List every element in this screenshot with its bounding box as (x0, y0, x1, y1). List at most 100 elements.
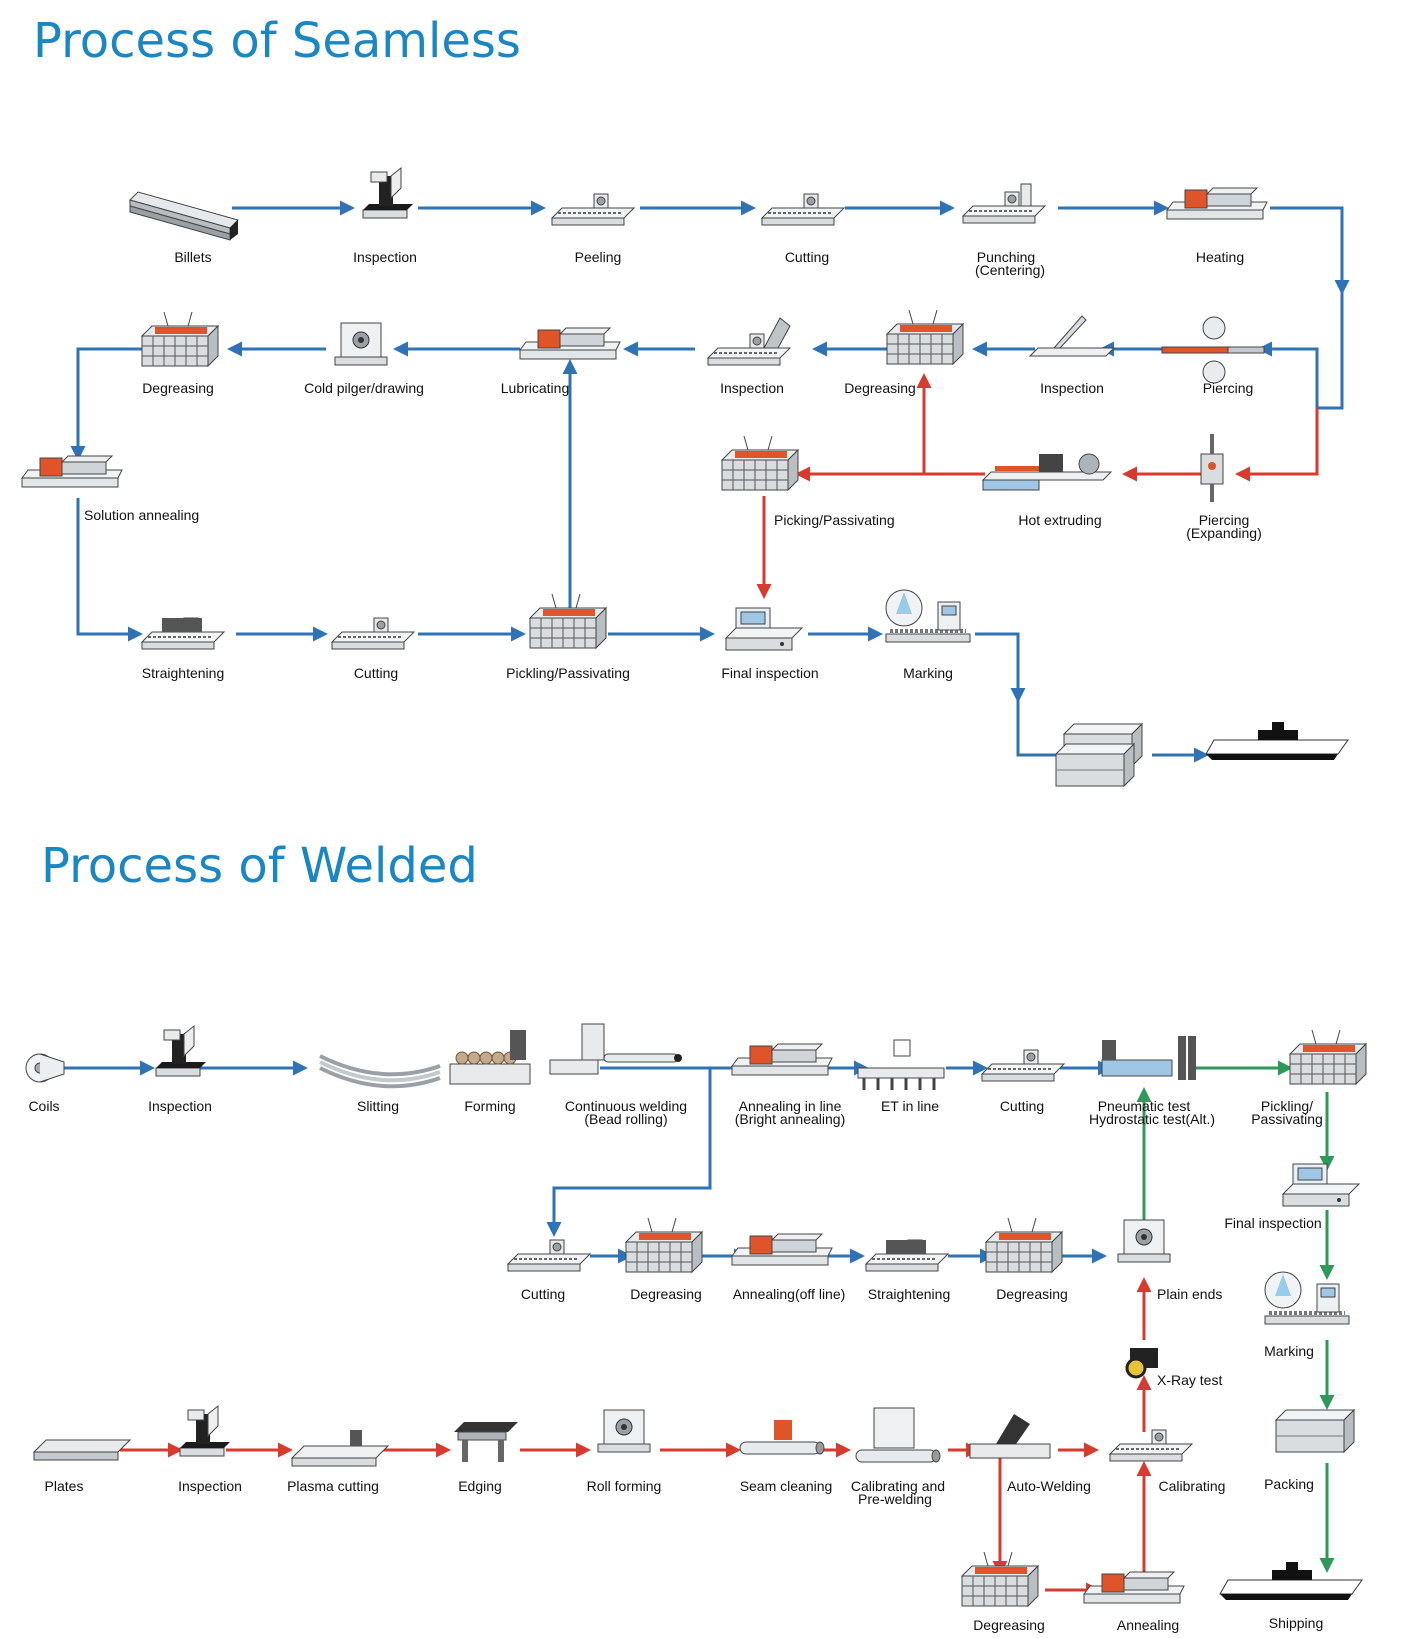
welded-flow-lines (60, 1060, 1335, 1598)
label-packing: Packing (1264, 1476, 1314, 1492)
label-marking-w: Marking (1264, 1343, 1314, 1359)
label-calibrating-pre-welding-line-1: Calibrating and (851, 1478, 945, 1494)
pneumatic-test-tank (1101, 1036, 1196, 1080)
marking-machine-w (1263, 1270, 1351, 1326)
label-degreasing-w3: Degreasing (973, 1617, 1045, 1633)
degreasing-tank-w2 (985, 1217, 1063, 1273)
label-cutting-w1: Cutting (1000, 1098, 1044, 1114)
inspection-machine-w1 (155, 1025, 207, 1077)
marking-machine (884, 588, 972, 644)
label-pickling-passivating-w-line-2: Passivating (1251, 1111, 1323, 1127)
label-inspection-2: Inspection (1040, 380, 1104, 396)
label-seam-cleaning: Seam cleaning (740, 1478, 833, 1494)
label-coils: Coils (28, 1098, 59, 1114)
seamless-labels: Billets Inspection Peeling Cutting Punch… (84, 249, 1262, 681)
cutting-machine-w2 (507, 1239, 591, 1272)
straightening-machine-w (865, 1239, 949, 1272)
label-shipping: Shipping (1269, 1615, 1324, 1631)
label-solution-annealing: Solution annealing (84, 507, 199, 523)
cold-pilger-machine (334, 322, 388, 366)
label-piercing-expanding-line-2: (Expanding) (1186, 525, 1262, 541)
inspection-machine-w2 (179, 1405, 231, 1457)
seam-cleaning-unit (739, 1420, 825, 1455)
label-piercing: Piercing (1203, 380, 1254, 396)
label-plain-ends: Plain ends (1157, 1286, 1222, 1302)
label-degreasing-w1: Degreasing (630, 1286, 702, 1302)
straightening-machine (141, 617, 225, 650)
welded-labels: Coils Inspection Slitting Forming Contin… (28, 1098, 1323, 1633)
edging-machine (454, 1422, 518, 1462)
packing-boxes (1055, 723, 1143, 787)
label-degreasing-w2: Degreasing (996, 1286, 1068, 1302)
label-pickling-passivating: Pickling/Passivating (506, 665, 630, 681)
label-picking-passivating: Picking/Passivating (774, 512, 895, 528)
label-punching: Punching(Centering) (975, 249, 1045, 278)
label-heating: Heating (1196, 249, 1244, 265)
label-slitting: Slitting (357, 1098, 399, 1114)
label-et-in-line: ET in line (881, 1098, 939, 1114)
plasma-cutter (290, 1430, 390, 1467)
label-x-ray-test: X-Ray test (1157, 1372, 1222, 1388)
auto-welding-unit (969, 1414, 1051, 1459)
label-annealing-off-line: Annealing(off line) (733, 1286, 846, 1302)
label-cutting-w2: Cutting (521, 1286, 565, 1302)
annealing-off-line-furnace (731, 1233, 833, 1266)
punching-machine (962, 183, 1046, 224)
label-continuous-welding: Continuous welding(Bead rolling) (565, 1098, 687, 1127)
piercing-mill (1161, 316, 1265, 384)
continuous-welding-unit (549, 1023, 682, 1075)
label-plasma-cutting: Plasma cutting (287, 1478, 379, 1494)
label-inspection-3: Inspection (720, 380, 784, 396)
cutting-machine-w1 (981, 1049, 1065, 1082)
label-roll-forming: Roll forming (587, 1478, 662, 1494)
inspection-tool-2 (1028, 315, 1116, 357)
label-piercing-expanding-line-1: Piercing (1199, 512, 1250, 528)
seamless-pictograms (21, 167, 1349, 787)
label-peeling: Peeling (575, 249, 622, 265)
degreasing-tank-2 (141, 311, 219, 367)
label-pickling-passivating-w: Pickling/Passivating (1251, 1098, 1323, 1127)
inspection-machine-1 (362, 167, 414, 219)
piercing-expanding-press (1200, 434, 1224, 502)
label-final-inspection: Final inspection (721, 665, 818, 681)
plain-ends-machine (1117, 1219, 1171, 1263)
pickling-passivating-tank-w (1289, 1029, 1367, 1085)
label-pneumatic-test-line-2: Hydrostatic test(Alt.) (1089, 1111, 1215, 1127)
welded-title: Process of Welded (41, 838, 478, 894)
label-hot-extruding: Hot extruding (1018, 512, 1101, 528)
et-in-line-tester (857, 1039, 945, 1090)
label-straightening: Straightening (142, 665, 225, 681)
pickling-passivating-tank (529, 593, 607, 649)
label-straightening-w: Straightening (868, 1286, 951, 1302)
welded-pictograms (25, 1023, 1367, 1607)
coil-roll (25, 1053, 65, 1083)
annealing-furnace-w (1083, 1571, 1185, 1604)
label-calibrating-pre-welding-line-2: Pre-welding (858, 1491, 932, 1507)
label-cutting-2: Cutting (354, 665, 398, 681)
hot-extruding-press (981, 453, 1113, 491)
degreasing-tank-w1 (625, 1217, 703, 1273)
cutting-machine-2 (331, 617, 415, 650)
final-inspection-console (725, 607, 803, 651)
label-degreasing-2: Degreasing (142, 380, 214, 396)
label-cold-pilger: Cold pilger/drawing (304, 380, 424, 396)
label-annealing-in-line-line-1: Annealing in line (739, 1098, 842, 1114)
peeling-machine (551, 193, 635, 226)
label-degreasing-1: Degreasing (844, 380, 916, 396)
degreasing-tank-1 (886, 309, 964, 365)
label-billets: Billets (174, 249, 211, 265)
label-inspection-w2: Inspection (178, 1478, 242, 1494)
picking-passivating-tank (721, 435, 799, 491)
calibrating-pre-welding-unit (855, 1407, 941, 1463)
seamless-title: Process of Seamless (33, 13, 521, 69)
label-cutting-1: Cutting (785, 249, 829, 265)
inspection-table-3 (707, 317, 791, 366)
label-plates: Plates (45, 1478, 84, 1494)
label-annealing-w: Annealing (1117, 1617, 1179, 1633)
label-punching-line-2: (Centering) (975, 262, 1045, 278)
billets-picture (129, 191, 239, 241)
label-piercing-expanding: Piercing(Expanding) (1186, 512, 1262, 541)
heating-furnace (1166, 187, 1268, 220)
solution-annealing-furnace (21, 455, 123, 488)
